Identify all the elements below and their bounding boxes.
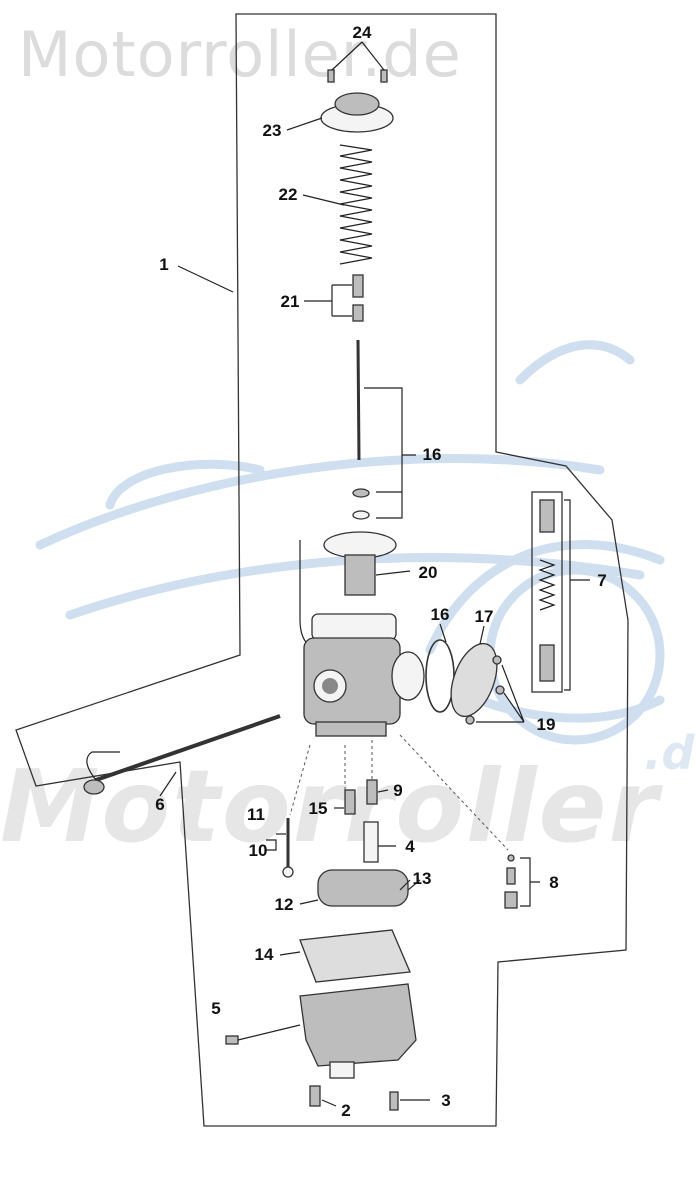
part-7-choke-assembly (531, 491, 563, 693)
part-5-drain-screw (225, 1035, 239, 1045)
callout-4: 4 (405, 837, 415, 856)
part-22-spring (339, 144, 373, 265)
callout-16-o-ring: 16 (431, 605, 450, 624)
callout-15: 15 (309, 799, 328, 818)
part-15-main-jet (344, 789, 356, 815)
callout-11: 11 (247, 805, 265, 824)
leader-lines (159, 41, 590, 1107)
callout-17: 17 (475, 607, 494, 626)
part-3-screw (389, 1091, 399, 1111)
callout-13: 13 (413, 869, 432, 888)
callout-16-needle: 16 (423, 445, 442, 464)
float-bowl (299, 983, 417, 1079)
watermark-scooter-logo (35, 340, 665, 745)
carburetor-body (303, 613, 425, 737)
callout-5: 5 (211, 999, 220, 1018)
part-16-jet-needle (352, 339, 370, 520)
part-8-adjust-screw (504, 854, 518, 909)
part-20-diaphragm (299, 531, 397, 651)
callout-10: 10 (249, 841, 268, 860)
callout-labels: 24 23 22 1 21 16 20 7 16 17 19 6 15 9 11… (155, 23, 606, 1120)
callout-7: 7 (597, 571, 606, 590)
part-2-screw (309, 1085, 321, 1107)
callout-9: 9 (393, 781, 402, 800)
part-9-slow-jet (366, 779, 378, 805)
callout-19: 19 (537, 715, 556, 734)
part-24-screws (327, 69, 388, 83)
callout-21: 21 (281, 292, 300, 311)
part-21-needle-clip (352, 274, 364, 322)
callout-23: 23 (263, 121, 282, 140)
callout-2: 2 (341, 1101, 350, 1120)
part-12-float (317, 869, 421, 907)
part-19-screws (465, 655, 505, 725)
watermark-tld: .de (644, 726, 696, 780)
part-6-throttle-cable (83, 714, 281, 795)
callout-14: 14 (255, 945, 274, 964)
callout-3: 3 (441, 1091, 450, 1110)
callout-6: 6 (155, 795, 164, 814)
part-14-bowl-gasket (299, 929, 411, 983)
callout-22: 22 (279, 185, 298, 204)
part-4-float-valve (363, 821, 379, 863)
callout-20: 20 (419, 563, 438, 582)
part-16-o-ring (425, 639, 455, 713)
part-23-top-cover (320, 92, 394, 133)
callout-12: 12 (275, 895, 294, 914)
callout-8: 8 (549, 873, 558, 892)
callout-1: 1 (159, 255, 168, 274)
part-10-11-pilot-screw (282, 818, 294, 878)
watermark-brand-name: Motorroller (0, 748, 660, 865)
assembly-boundary-line (15, 13, 629, 1127)
callout-24: 24 (353, 23, 372, 42)
part-17-gasket (450, 642, 498, 718)
